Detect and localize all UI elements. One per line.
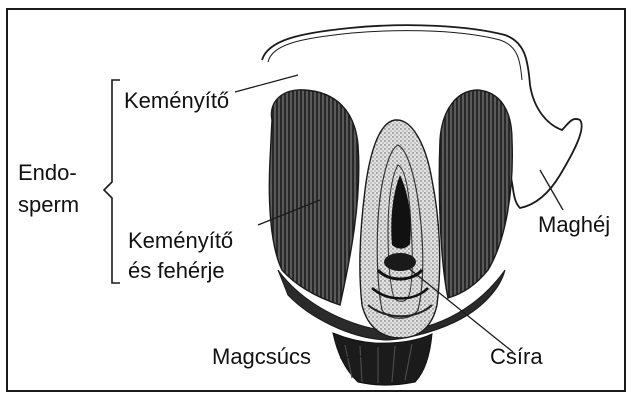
- label-seed-tip: Magcsúcs: [212, 344, 311, 370]
- germ-nodule: [384, 253, 416, 271]
- label-endosperm-line1: Endo-: [18, 160, 77, 186]
- label-seed-coat: Maghéj: [538, 212, 610, 238]
- label-starch-protein-line1: Keményítő: [128, 228, 233, 254]
- label-starch: Keményítő: [124, 88, 229, 114]
- label-germ: Csíra: [490, 344, 543, 370]
- starch-leader-line: [235, 75, 298, 92]
- endosperm-bracket: [104, 80, 120, 283]
- right-hatched-lobe: [439, 90, 512, 298]
- label-starch-protein-line2: és fehérje: [128, 258, 225, 284]
- left-hatched-lobe: [269, 90, 358, 305]
- seed-coat-inner-line: [268, 31, 522, 80]
- label-endosperm-line2: sperm: [18, 192, 79, 218]
